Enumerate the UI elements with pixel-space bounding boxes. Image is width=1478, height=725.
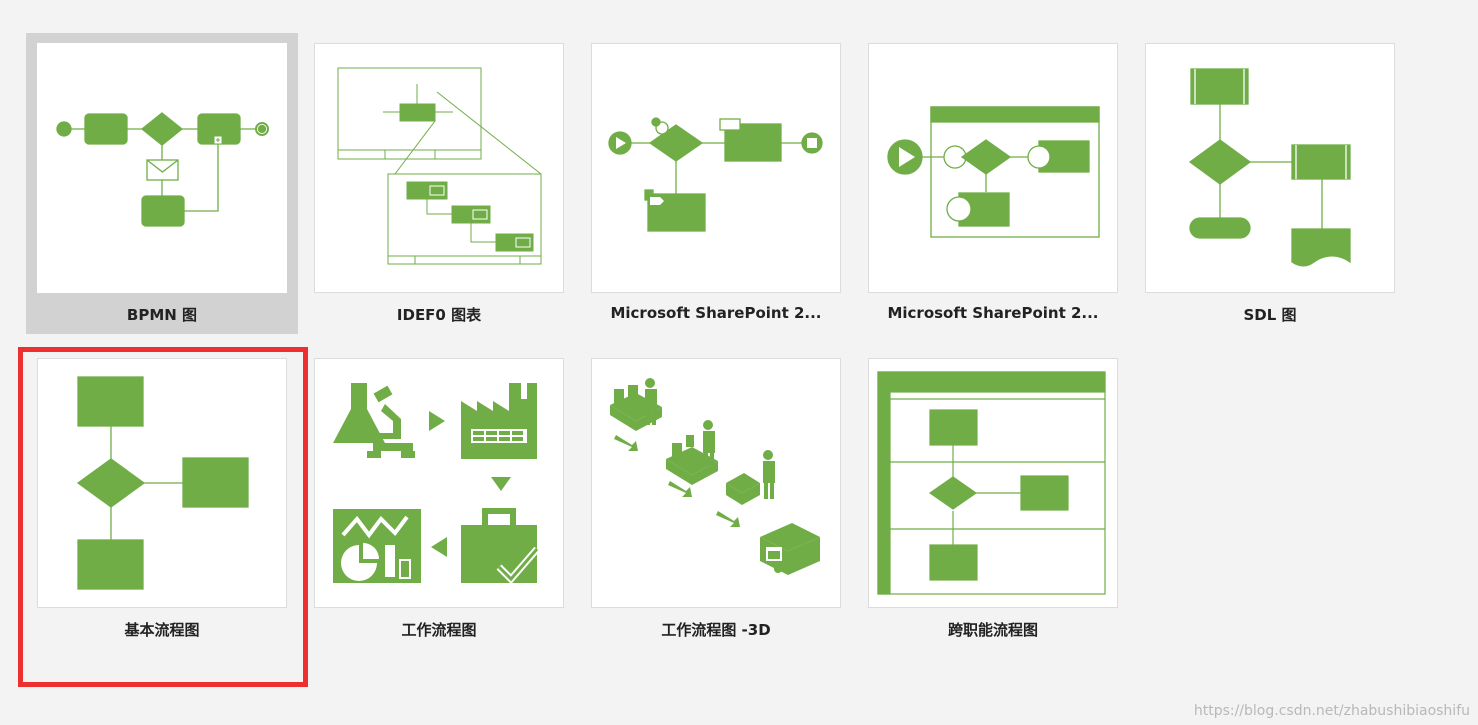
bpmn-diagram-thumbnail: [37, 43, 287, 293]
workflow-3d-thumbnail: [591, 358, 841, 608]
idef0-diagram-thumbnail: [314, 43, 564, 293]
template-label: 工作流程图: [401, 621, 477, 639]
template-sdl[interactable]: SDL 图: [1134, 33, 1406, 334]
template-label: SDL 图: [1243, 306, 1297, 324]
template-sharepoint-2[interactable]: Microsoft SharePoint 2...: [857, 33, 1129, 334]
template-label: BPMN 图: [126, 306, 198, 324]
basic-flowchart-thumbnail: [37, 358, 287, 608]
sharepoint-workflow-thumbnail: [591, 43, 841, 293]
template-bpmn[interactable]: BPMN 图: [26, 33, 298, 334]
template-idef0[interactable]: IDEF0 图表: [303, 33, 575, 334]
template-label: 跨职能流程图: [947, 621, 1038, 639]
template-label: IDEF0 图表: [396, 306, 482, 324]
template-workflow-3d[interactable]: 工作流程图 -3D: [580, 348, 852, 649]
sdl-diagram-thumbnail: [1145, 43, 1395, 293]
template-workflow[interactable]: 工作流程图: [303, 348, 575, 649]
template-basic-flowchart[interactable]: 基本流程图: [26, 348, 298, 649]
template-cross-functional[interactable]: 跨职能流程图: [857, 348, 1129, 649]
template-label: 基本流程图: [124, 621, 200, 639]
template-label: Microsoft SharePoint 2...: [887, 304, 1099, 322]
template-label: Microsoft SharePoint 2...: [610, 304, 822, 322]
cross-functional-flowchart-thumbnail: [868, 358, 1118, 608]
workflow-diagram-thumbnail: [314, 358, 564, 608]
template-sharepoint-1[interactable]: Microsoft SharePoint 2...: [580, 33, 852, 334]
watermark-text: https://blog.csdn.net/zhabushibiaoshifu: [1193, 703, 1470, 719]
sharepoint-workflow-2-thumbnail: [868, 43, 1118, 293]
template-label: 工作流程图 -3D: [661, 621, 771, 639]
